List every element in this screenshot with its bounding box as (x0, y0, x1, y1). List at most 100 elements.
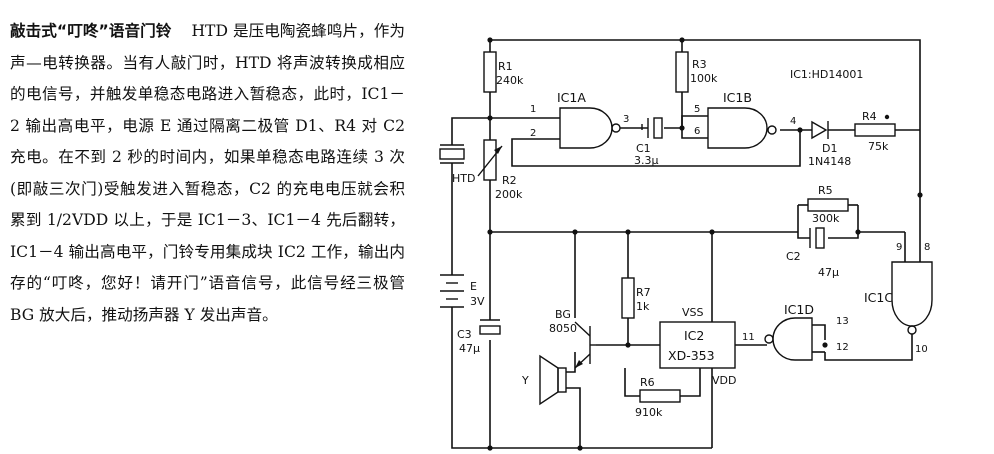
junction (625, 342, 631, 348)
gate-ic1a (540, 107, 621, 149)
wire-ic1d-in (812, 324, 826, 340)
ic2-chip[interactable] (659, 321, 736, 369)
pin-1: 1 (530, 104, 536, 115)
ic2-name: IC2 (684, 328, 704, 343)
pin-4: 4 (790, 116, 796, 127)
pin-12: 12 (836, 342, 849, 353)
junction (679, 125, 685, 131)
r6-label: R6 (640, 376, 655, 389)
pin-2: 2 (530, 128, 536, 139)
pin-8: 8 (924, 242, 930, 253)
r1-value: 240k (496, 74, 524, 87)
htd-label: HTD (452, 172, 475, 185)
pin-5: 5 (694, 104, 700, 115)
junction (572, 229, 578, 235)
ic1c-label: IC1C (864, 290, 893, 305)
pin-3: 3 (623, 114, 629, 125)
circuit-description: HTD 是压电陶瓷蜂鸣片，作为声—电转换器。当有人敲门时，HTD 将声波转换成相… (10, 22, 406, 324)
junction (917, 192, 923, 198)
wire-speaker (566, 352, 576, 373)
vss-label: VSS (682, 306, 704, 319)
r1-label: R1 (498, 60, 513, 73)
junction (709, 229, 715, 235)
r7-value: 1k (636, 300, 650, 313)
resistor-r6 (639, 389, 681, 403)
d1-label: D1 (822, 142, 837, 155)
junctions (487, 37, 923, 451)
c3-label: C3 (457, 328, 472, 341)
circuit-title: 敲击式“叮咚”语音门铃 (10, 22, 172, 40)
description-text: 敲击式“叮咚”语音门铃 HTD 是压电陶瓷蜂鸣片，作为声—电转换器。当有人敲门时… (10, 16, 405, 331)
c3-value: 47μ (459, 342, 480, 355)
c1-label: C1 (636, 142, 651, 155)
junction (487, 37, 493, 43)
junction (625, 229, 631, 235)
ic1b-label: IC1B (723, 90, 752, 105)
wire-ic1b-in2 (681, 128, 708, 139)
ic1a-label: IC1A (557, 90, 586, 105)
r3-label: R3 (692, 58, 707, 71)
resistor-r4 (854, 123, 896, 137)
speaker-label: Y (521, 374, 529, 387)
pin-10: 10 (915, 344, 928, 355)
pin-11: 11 (742, 332, 755, 343)
resistor-r3 (675, 51, 689, 93)
c1-value: 3.3μ (634, 154, 659, 167)
r4-value: 75k (868, 140, 889, 153)
ic2-part: XD-353 (668, 348, 715, 363)
wire-pin2-feedback (511, 130, 801, 167)
diode-d1 (811, 120, 829, 140)
wire-speaker2 (566, 387, 581, 448)
junction (797, 127, 803, 133)
junction (487, 445, 493, 451)
capacitor-c2 (809, 227, 825, 249)
gate-ic1d (764, 317, 813, 361)
bg-value: 8050 (549, 322, 577, 335)
gate-ic1b (707, 107, 777, 149)
htd-piezo-buzzer (439, 144, 465, 164)
r2-wiper-arrowhead (494, 146, 502, 154)
r2-label: R2 (502, 174, 517, 187)
r5-label: R5 (818, 184, 833, 197)
wire-pin10 (824, 334, 913, 361)
top-rail (490, 39, 921, 195)
resistor-r1 (483, 51, 497, 93)
wire-c2-right (828, 205, 859, 239)
r4-label: R4 (862, 110, 877, 123)
resistor-r5 (807, 198, 849, 212)
resistor-r7 (621, 277, 635, 319)
battery-value: 3V (470, 295, 485, 308)
r2-value: 200k (495, 188, 523, 201)
bg-label: BG (555, 308, 571, 321)
pin-6: 6 (694, 126, 700, 137)
r7-label: R7 (636, 286, 651, 299)
wire-left-rail-bottom (451, 307, 491, 449)
junction (822, 342, 828, 348)
wire-htd-top (451, 117, 490, 145)
junction (577, 445, 583, 451)
d1-value: 1N4148 (808, 155, 851, 168)
capacitor-c1 (641, 117, 663, 139)
junction (487, 229, 493, 235)
pin-9: 9 (896, 242, 902, 253)
junction (487, 115, 493, 121)
r6-value: 910k (635, 406, 663, 419)
vdd-label: VDD (712, 374, 736, 387)
wire-r6 (624, 368, 640, 397)
r4-adjust-mark (884, 114, 890, 120)
r5-value: 300k (812, 212, 840, 225)
battery-e (440, 274, 464, 308)
speaker-y (539, 354, 567, 406)
junction (679, 37, 685, 43)
resistor-r2 (483, 139, 497, 181)
gate-ic1c (891, 261, 933, 335)
ic1-part-note: IC1:HD14001 (790, 68, 863, 81)
wires (451, 39, 921, 449)
transistor-bg (574, 321, 596, 369)
ic1d-label: IC1D (784, 302, 814, 317)
wire-r5-c2-left (797, 205, 810, 239)
wire-r6b (680, 368, 701, 397)
battery-label: E (470, 280, 477, 293)
c2-value: 47μ (818, 266, 839, 279)
